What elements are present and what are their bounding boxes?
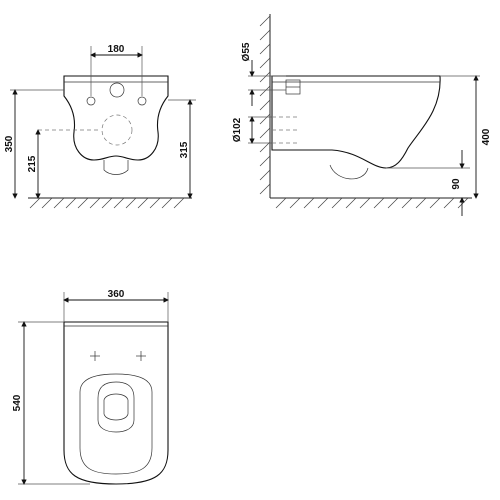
side-outlet-curve [329, 164, 369, 180]
dim-d102-label: Ø102 [232, 117, 243, 142]
side-wall-hatch [259, 15, 271, 195]
dim-400-label: 400 [481, 128, 492, 145]
front-water-inlet [109, 82, 125, 98]
side-view: Ø55 Ø102 400 90 [232, 14, 492, 216]
front-fixing-hole-left [86, 96, 96, 106]
top-fixing-mark-left [90, 351, 100, 361]
dim-540-label: 540 [12, 394, 23, 411]
top-view: 360 540 [12, 289, 169, 485]
front-ground-hatch [29, 197, 185, 209]
top-bowl-opening [97, 381, 135, 433]
dim-90-label: 90 [451, 178, 462, 190]
front-outlet-hidden [101, 114, 133, 146]
top-bowl-outlet [103, 393, 129, 421]
front-view: 180 350 215 315 [4, 44, 196, 209]
dim-215-label: 215 [27, 155, 38, 172]
top-rim-outer [79, 373, 153, 475]
dim-315-label: 315 [179, 141, 190, 158]
side-bowl-outline [271, 75, 441, 169]
top-fixing-mark-right [136, 351, 146, 361]
dim-180-label: 180 [108, 44, 125, 55]
front-bowl-outline [63, 75, 169, 161]
dim-350-label: 350 [4, 135, 15, 152]
front-outlet-stub [103, 160, 129, 175]
dim-d55-label: Ø55 [241, 42, 252, 61]
dim-360-label: 360 [108, 289, 125, 300]
top-bowl-outline [63, 321, 169, 485]
side-floor-hatch [275, 197, 469, 209]
front-fixing-hole-right [137, 96, 147, 106]
